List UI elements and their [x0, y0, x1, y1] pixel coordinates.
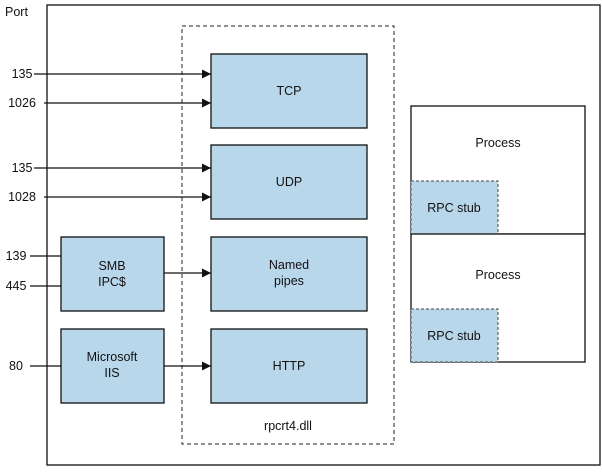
smb-label: SMB	[98, 259, 125, 273]
tcp-transport-box	[210, 53, 368, 129]
port-header: Port	[5, 5, 28, 19]
rpc-stub-label-1: RPC stub	[427, 201, 481, 215]
port-label-udp-135: 135	[12, 161, 33, 175]
named-pipes-label-line1: Named	[269, 258, 309, 272]
iis-label-line2: IIS	[104, 366, 119, 380]
rpcrt4-label: rpcrt4.dll	[264, 419, 312, 433]
rpc-stub-label-2: RPC stub	[427, 329, 481, 343]
port-label-445: 445	[6, 279, 27, 293]
port-label-139: 139	[6, 249, 27, 263]
ipc-label: IPC$	[98, 275, 126, 289]
process-label-2: Process	[475, 268, 520, 282]
named-pipes-label-line2: pipes	[274, 274, 304, 288]
named-pipes-transport-box	[210, 236, 368, 312]
udp-transport-box	[210, 144, 368, 220]
smb-ipc-box	[60, 236, 165, 312]
port-label-udp-1028: 1028	[8, 190, 36, 204]
rpc-stub-box-1	[410, 180, 499, 235]
http-transport-box	[210, 328, 368, 404]
port-label-80: 80	[9, 359, 23, 373]
udp-label: UDP	[276, 175, 302, 189]
rpcrt4-region	[181, 25, 395, 445]
http-label: HTTP	[273, 359, 306, 373]
iis-label-line1: Microsoft	[87, 350, 138, 364]
port-label-tcp-1026: 1026	[8, 96, 36, 110]
process-label-1: Process	[475, 136, 520, 150]
rpc-stub-box-2	[410, 308, 499, 363]
port-label-tcp-135: 135	[12, 67, 33, 81]
tcp-label: TCP	[277, 84, 302, 98]
